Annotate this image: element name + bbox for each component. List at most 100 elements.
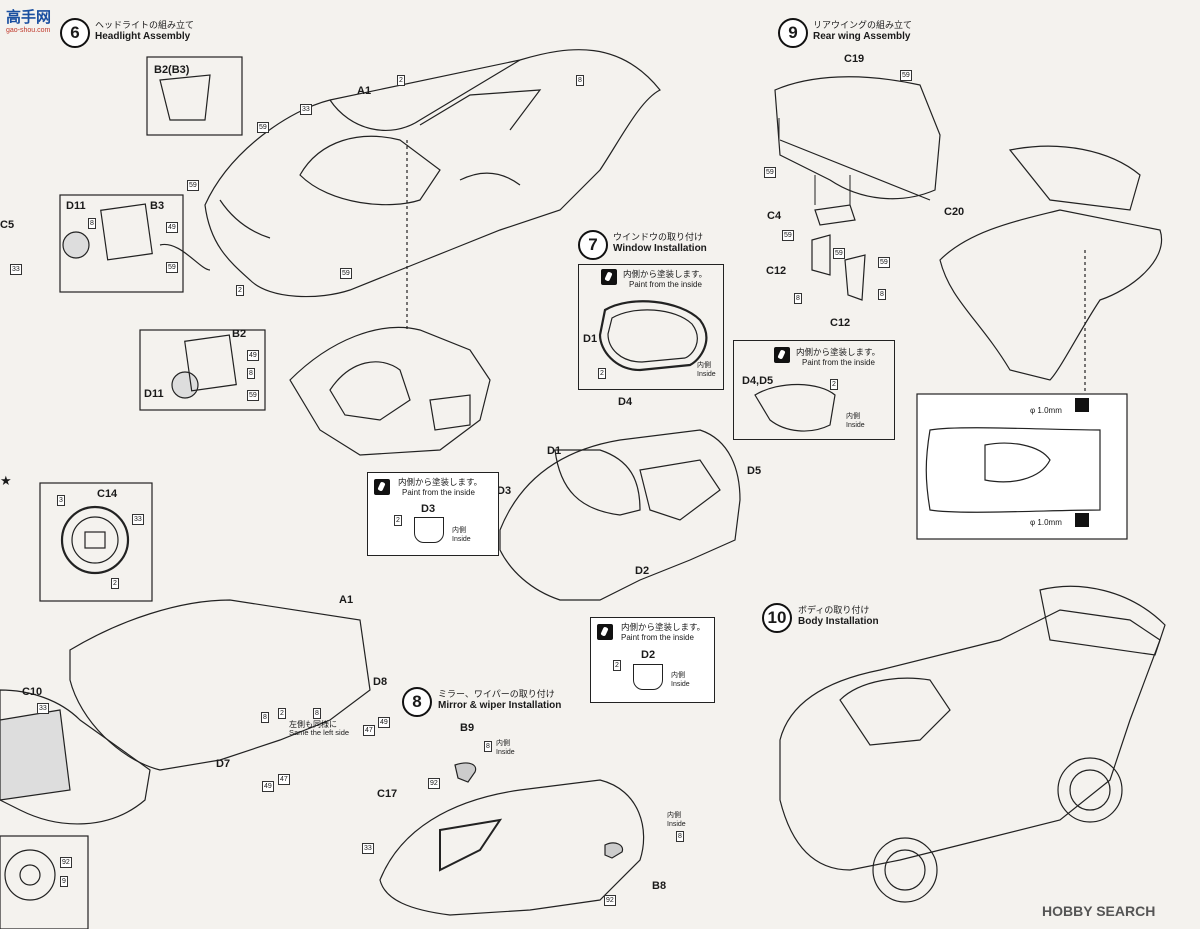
part-d7: D7	[216, 758, 231, 770]
part-d3: D3	[497, 485, 512, 497]
step-6-title: ヘッドライトの組み立て Headlight Assembly	[95, 20, 194, 43]
part-d1-window: D1	[583, 333, 598, 345]
color-tag-59d: 59	[340, 268, 352, 279]
color-tag-2-wheel: 2	[111, 578, 119, 589]
color-tag-2-d2: 2	[613, 660, 621, 671]
color-tag-2-a1: 2	[278, 708, 286, 719]
color-tag-92-b8: 92	[604, 895, 616, 906]
color-tag-2: 2	[397, 75, 405, 86]
paint-note-jp-2: 内側から塗装します。	[796, 347, 881, 357]
part-b3: B3	[150, 200, 165, 212]
logo-url: gao-shou.com	[6, 27, 51, 34]
drill-icon-2	[1075, 513, 1089, 527]
part-d3-note: D3	[421, 503, 436, 515]
paint-note-jp-4: 内側から塗装します。	[621, 622, 706, 632]
inside-en: Inside	[697, 371, 716, 378]
paint-note-jp: 内側から塗装します。	[623, 269, 708, 279]
color-tag-49-d8: 49	[378, 717, 390, 728]
step-8-number: 8	[402, 687, 432, 717]
color-tag-92-b9: 92	[428, 778, 440, 789]
color-tag-92-hub: 92	[60, 857, 72, 868]
color-tag-49-d7: 49	[262, 781, 274, 792]
color-tag-2-d3: 2	[394, 515, 402, 526]
paint-brush-icon-4	[597, 624, 613, 640]
part-c17: C17	[377, 788, 398, 800]
steering-wheel	[60, 505, 130, 575]
part-a1-top: A1	[357, 85, 372, 97]
color-tag-33: 33	[300, 104, 312, 115]
color-tag-59-c12: 59	[878, 257, 890, 268]
part-d1-car: D1	[547, 445, 562, 457]
drill-size-1: φ 1.0mm	[1030, 406, 1062, 415]
part-c10: C10	[22, 686, 43, 698]
inside-jp: 内側	[697, 362, 711, 369]
paint-brush-icon-2	[774, 347, 790, 363]
part-d2-note: D2	[641, 649, 656, 661]
inside-jp-4: 内側	[671, 672, 685, 679]
color-tag-8-a1: 8	[313, 708, 321, 719]
part-d11-top: D11	[66, 200, 86, 212]
paint-note-en-3: Paint from the inside	[402, 488, 475, 497]
part-c19: C19	[844, 53, 865, 65]
paint-note-d2: 内側から塗装します。 Paint from the inside D2 2 内側…	[590, 617, 715, 703]
color-tag-59-wing: 59	[900, 70, 912, 81]
same-left-note: 左側も同様に Same the left side	[289, 721, 349, 737]
mirror-car-body	[379, 779, 645, 916]
step-10-title: ボディの取り付け Body Installation	[798, 605, 879, 628]
part-d8: D8	[373, 676, 388, 688]
paint-brush-icon	[601, 269, 617, 285]
window-d4d5	[754, 383, 836, 432]
full-car	[779, 609, 1161, 871]
rear-wing	[774, 76, 941, 200]
part-c4: C4	[767, 210, 782, 222]
drill-size-2: φ 1.0mm	[1030, 518, 1062, 527]
logo-text: 高手网	[6, 9, 52, 26]
color-tag-49: 49	[166, 222, 178, 233]
inside-en-b9: Inside	[496, 749, 515, 756]
part-c14: C14	[97, 488, 118, 500]
inside-en-b8: Inside	[667, 821, 686, 828]
color-tag-3-wheel: 3	[57, 495, 65, 506]
color-tag-8-b9: 8	[484, 741, 492, 752]
color-tag-59e: 59	[247, 390, 259, 401]
site-logo: 高手网 gao-shou.com	[6, 6, 51, 34]
step-6-title-en: Headlight Assembly	[95, 31, 191, 42]
step-9-title-en: Rear wing Assembly	[813, 31, 911, 42]
part-c20: C20	[944, 206, 965, 218]
part-d4d5: D4,D5	[742, 375, 774, 387]
part-b8: B8	[652, 880, 667, 892]
color-tag-59c: 59	[166, 262, 178, 273]
color-tag-8-a1b: 8	[261, 712, 269, 723]
part-c5: C5	[0, 219, 15, 231]
same-left-jp: 左側も同様に	[289, 720, 337, 729]
rear-body	[939, 209, 1163, 381]
step-7-number: 7	[578, 230, 608, 260]
part-b2: B2	[232, 328, 247, 340]
watermark: HOBBY SEARCH	[1042, 903, 1155, 919]
step-10-title-jp: ボディの取り付け	[798, 605, 870, 615]
paint-note-d1: 内側から塗装します。 Paint from the inside 内側 Insi…	[578, 264, 724, 390]
color-tag-33-c10: 33	[37, 703, 49, 714]
color-tag-33b: 33	[10, 264, 22, 275]
step-8-title: ミラー、ワイパーの取り付け Mirror & wiper Installatio…	[438, 689, 561, 712]
color-tag-59: 59	[257, 122, 269, 133]
step-10-title-en: Body Installation	[798, 616, 879, 627]
part-c12-left: C12	[766, 265, 787, 277]
inside-jp-b8: 内側	[667, 812, 681, 819]
color-tag-9-hub: 9	[60, 876, 68, 887]
step-6-title-jp: ヘッドライトの組み立て	[95, 20, 195, 30]
inside-en-3: Inside	[452, 536, 471, 543]
color-tag-49b: 49	[247, 350, 259, 361]
color-tag-59-c4: 59	[782, 230, 794, 241]
color-tag-8c: 8	[247, 368, 255, 379]
watermark-text: HOBBY SEARCH	[1042, 903, 1156, 919]
star-icon: ★	[0, 473, 12, 488]
color-tag-8-b8: 8	[676, 831, 684, 842]
paint-note-en-4: Paint from the inside	[621, 633, 694, 642]
color-tag-59-wing2: 59	[764, 167, 776, 178]
inside-en-4: Inside	[671, 681, 690, 688]
window-d1	[598, 300, 708, 372]
paint-note-en: Paint from the inside	[629, 280, 702, 289]
step-9-title-jp: リアウイングの組み立て	[813, 20, 913, 30]
